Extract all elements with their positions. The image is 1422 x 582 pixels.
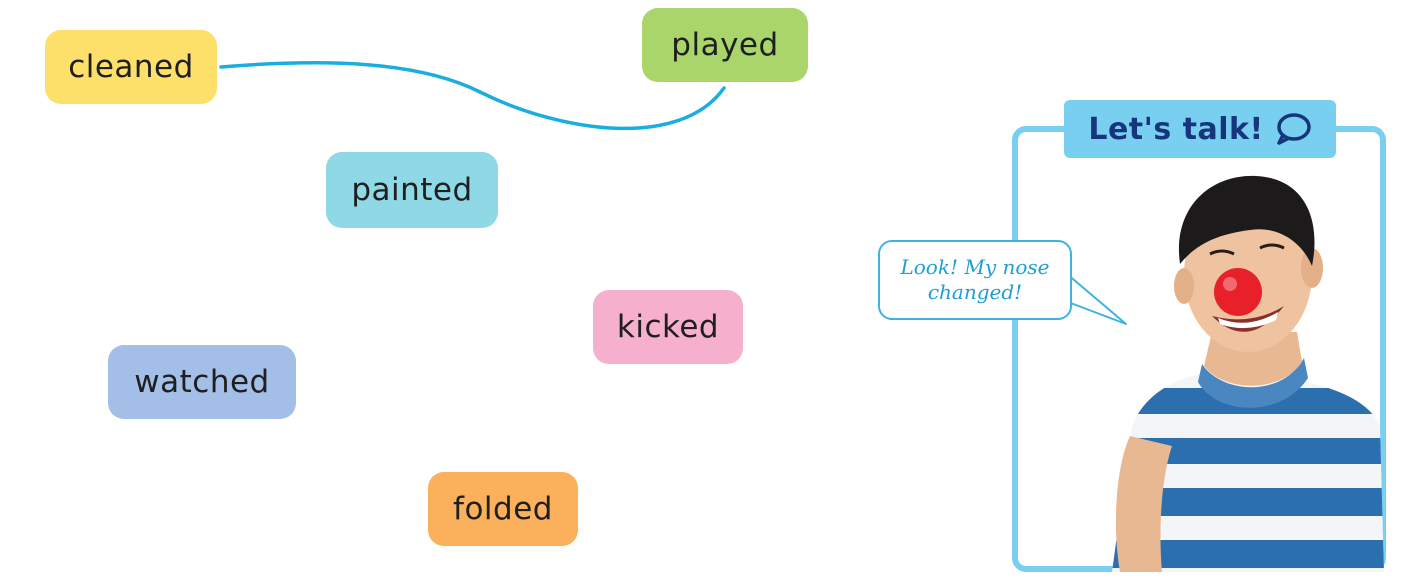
speech-line-1: Look! My nose	[900, 255, 1050, 279]
word-card-watched[interactable]: watched	[108, 345, 296, 419]
word-label: folded	[453, 491, 553, 527]
word-card-cleaned[interactable]: cleaned	[45, 30, 217, 104]
word-label: cleaned	[68, 49, 194, 85]
speech-bubble-tail	[1059, 267, 1127, 325]
word-card-played[interactable]: played	[642, 8, 808, 82]
word-card-kicked[interactable]: kicked	[593, 290, 743, 364]
lets-talk-header: Let's talk!	[1064, 100, 1336, 158]
word-label: painted	[351, 172, 473, 208]
lets-talk-title: Let's talk!	[1088, 111, 1264, 147]
speech-bubble: Look! My nose changed!	[878, 240, 1072, 320]
word-label: played	[671, 27, 779, 63]
boy-with-clown-nose-photo	[1112, 175, 1384, 572]
speech-line-2: changed!	[927, 280, 1023, 304]
word-label: kicked	[616, 309, 720, 345]
word-card-folded[interactable]: folded	[428, 472, 578, 546]
word-card-painted[interactable]: painted	[326, 152, 498, 228]
speech-bubble-icon	[1276, 113, 1311, 145]
word-label: watched	[134, 364, 270, 400]
